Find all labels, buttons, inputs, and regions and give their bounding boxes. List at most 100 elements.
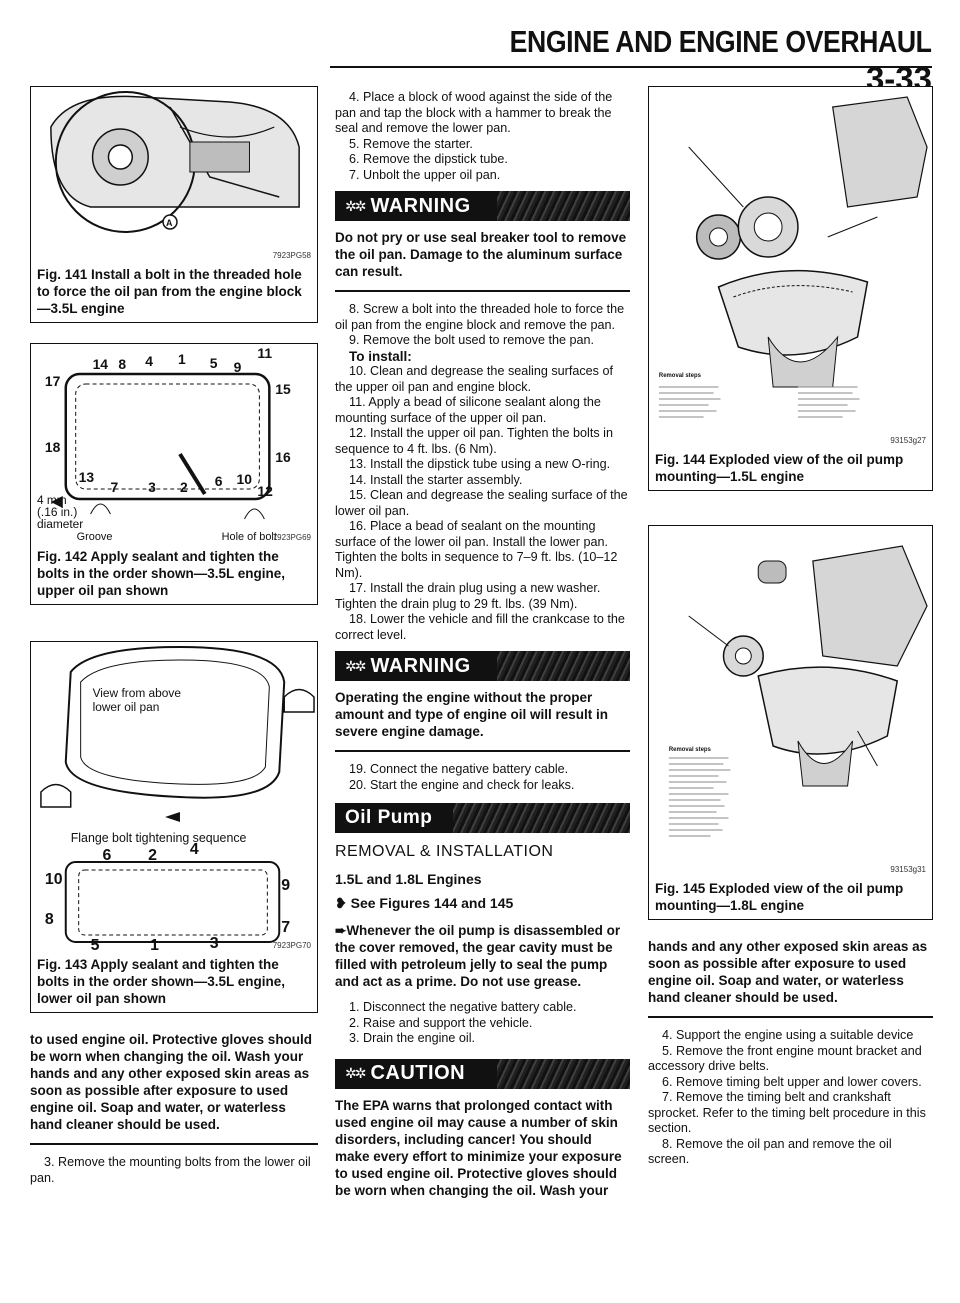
- seq-15: 15: [275, 381, 291, 397]
- step-17: 17. Install the drain plug using a new w…: [335, 581, 601, 611]
- step-4-right: 4. Support the engine using a suitable d…: [662, 1028, 914, 1042]
- oil-pump-note: ➨Whenever the oil pump is disassembled o…: [335, 923, 621, 989]
- step-14: 14. Install the starter assembly.: [349, 472, 523, 487]
- figure-142-id: 7923PG69: [272, 533, 311, 542]
- figure-145-caption: Fig. 145 Exploded view of the oil pump m…: [655, 881, 904, 913]
- seq-17: 17: [45, 373, 61, 389]
- lseq-2: 2: [148, 847, 157, 864]
- see-figures-ref: ❥ See Figures 144 and 145: [335, 895, 514, 911]
- chapter-title: ENGINE AND ENGINE OVERHAUL: [510, 24, 932, 59]
- removal-installation-heading: REMOVAL & INSTALLATION: [335, 843, 554, 860]
- note-arrow-icon: ➨: [335, 923, 347, 938]
- warning-icon-2: ✲✲: [345, 657, 367, 674]
- fig145-removal-steps: Removal steps: [669, 747, 712, 753]
- figure-144: Removal steps 93153g27 Fig. 144 Exploded…: [648, 86, 933, 491]
- figure-145-illustration: Removal steps 93153g31: [649, 526, 932, 876]
- figure-143-illustration: View from above lower oil pan Flange bol…: [31, 642, 317, 952]
- step-5-right: 5. Remove the front engine mount bracket…: [648, 1043, 922, 1074]
- figure-142-caption: Fig. 142 Apply sealant and tighten the b…: [37, 549, 286, 598]
- step-1: 1. Disconnect the negative battery cable…: [349, 1000, 577, 1014]
- seq-16: 16: [275, 449, 291, 465]
- warning-text-2: Operating the engine without the proper …: [335, 690, 609, 739]
- figure-145: Removal steps 93153g31 Fig. 145 Exploded…: [648, 525, 933, 920]
- figure-145-id: 93153g31: [890, 865, 926, 874]
- seq-11: 11: [257, 345, 272, 361]
- seq-13: 13: [79, 469, 95, 485]
- section-banner-oil-pump: Oil Pump: [335, 803, 630, 833]
- figure-141-illustration: A 7923PG58: [31, 87, 317, 262]
- step-16: 16. Place a bead of sealant on the mount…: [335, 519, 618, 580]
- fig144-removal-steps: Removal steps: [659, 373, 702, 379]
- lseq-7: 7: [281, 919, 290, 936]
- lseq-6: 6: [103, 847, 112, 864]
- caution-text: The EPA warns that prolonged contact wit…: [335, 1097, 622, 1198]
- header-rule: [330, 66, 932, 68]
- caution-banner: ✲✲ CAUTION: [335, 1058, 630, 1089]
- to-install-heading: To install:: [349, 348, 412, 364]
- lseq-3: 3: [210, 935, 219, 952]
- step-2: 2. Raise and support the vehicle.: [349, 1015, 533, 1030]
- step-8: 8. Screw a bolt into the threaded hole t…: [335, 302, 625, 332]
- groove-label: Groove: [77, 531, 113, 543]
- figure-144-id: 93153g27: [890, 436, 926, 445]
- figure-144-caption: Fig. 144 Exploded view of the oil pump m…: [655, 452, 904, 484]
- lseq-4: 4: [190, 841, 199, 858]
- seq-6: 6: [215, 473, 223, 489]
- section-label: Oil Pump: [345, 807, 433, 828]
- size-label-3: diameter: [37, 517, 83, 531]
- steps-block-a: 4. Place a block of wood against the sid…: [335, 90, 630, 183]
- step-7: 7. Unbolt the upper oil pan.: [349, 167, 501, 182]
- warning-icon: ✲✲: [345, 197, 367, 214]
- step-20: 20. Start the engine and check for leaks…: [349, 777, 575, 792]
- seq-12: 12: [257, 483, 273, 499]
- step-6-right: 6. Remove timing belt upper and lower co…: [662, 1074, 922, 1089]
- rule-middle-2: [335, 750, 630, 752]
- lseq-10: 10: [45, 871, 63, 888]
- lseq-8: 8: [45, 911, 54, 928]
- size-label-2: (.16 in.): [37, 505, 77, 519]
- flange-label: Flange bolt tightening sequence: [71, 831, 247, 845]
- caution-continued-left: to used engine oil. Protective gloves sh…: [30, 1032, 313, 1132]
- step-10: 10. Clean and degrease the sealing surfa…: [335, 364, 613, 394]
- engines-heading: 1.5L and 1.8L Engines: [335, 871, 482, 887]
- lseq-1: 1: [150, 937, 159, 952]
- figure-141-caption: Fig. 141 Install a bolt in the threaded …: [37, 267, 302, 316]
- step-9: 9. Remove the bolt used to remove the pa…: [349, 333, 595, 347]
- step-4: 4. Place a block of wood against the sid…: [335, 90, 613, 135]
- step-7-right: 7. Remove the timing belt and crankshaft…: [648, 1090, 926, 1135]
- warning-banner-2: ✲✲ WARNING: [335, 651, 630, 681]
- seq-8: 8: [118, 356, 126, 372]
- see-figures-arrow-icon: ❥: [335, 895, 351, 911]
- seq-14: 14: [93, 356, 109, 372]
- figure-143-caption: Fig. 143 Apply sealant and tighten the b…: [37, 957, 286, 1006]
- rule-middle-1: [335, 290, 630, 292]
- view-label-1: View from above: [93, 686, 182, 700]
- seq-2: 2: [180, 479, 188, 495]
- figure-141-id: 7923PG58: [272, 251, 311, 260]
- step-13: 13. Install the dipstick tube using a ne…: [349, 457, 611, 471]
- lseq-9: 9: [281, 877, 290, 894]
- caution-continued-right: hands and any other exposed skin areas a…: [648, 939, 928, 1005]
- rule-right: [648, 1016, 933, 1018]
- step-11: 11. Apply a bead of silicone sealant alo…: [335, 395, 601, 425]
- warning-banner-1: ✲✲ WARNING: [335, 191, 630, 221]
- figure-142: 14 8 4 1 5 9 11 17 15 18 16 13 7 3 2 6 1…: [30, 343, 318, 605]
- hole-label: Hole of bolt: [222, 531, 277, 543]
- view-label-2: lower oil pan: [93, 700, 160, 714]
- step-3-text: 3. Remove the mounting bolts from the lo…: [30, 1155, 311, 1185]
- column-middle: 4. Place a block of wood against the sid…: [335, 90, 630, 1199]
- lseq-5: 5: [91, 937, 100, 952]
- seq-1: 1: [178, 351, 186, 367]
- step-5: 5. Remove the starter.: [349, 136, 473, 151]
- page-header: ENGINE AND ENGINE OVERHAUL3-33: [400, 24, 932, 97]
- warning-text-1: Do not pry or use seal breaker tool to r…: [335, 230, 627, 279]
- column-right: Removal steps 93153g27 Fig. 144 Exploded…: [648, 86, 933, 1168]
- warning-label: WARNING: [370, 194, 471, 217]
- step-15: 15. Clean and degrease the sealing surfa…: [335, 488, 628, 518]
- caution-icon: ✲✲: [345, 1065, 367, 1081]
- figure-141: A 7923PG58 Fig. 141 Install a bolt in th…: [30, 86, 318, 323]
- size-label-1: 4 mm: [37, 493, 67, 507]
- step-3: 3. Drain the engine oil.: [349, 1031, 476, 1045]
- step-6: 6. Remove the dipstick tube.: [349, 152, 508, 166]
- seq-9: 9: [234, 359, 242, 375]
